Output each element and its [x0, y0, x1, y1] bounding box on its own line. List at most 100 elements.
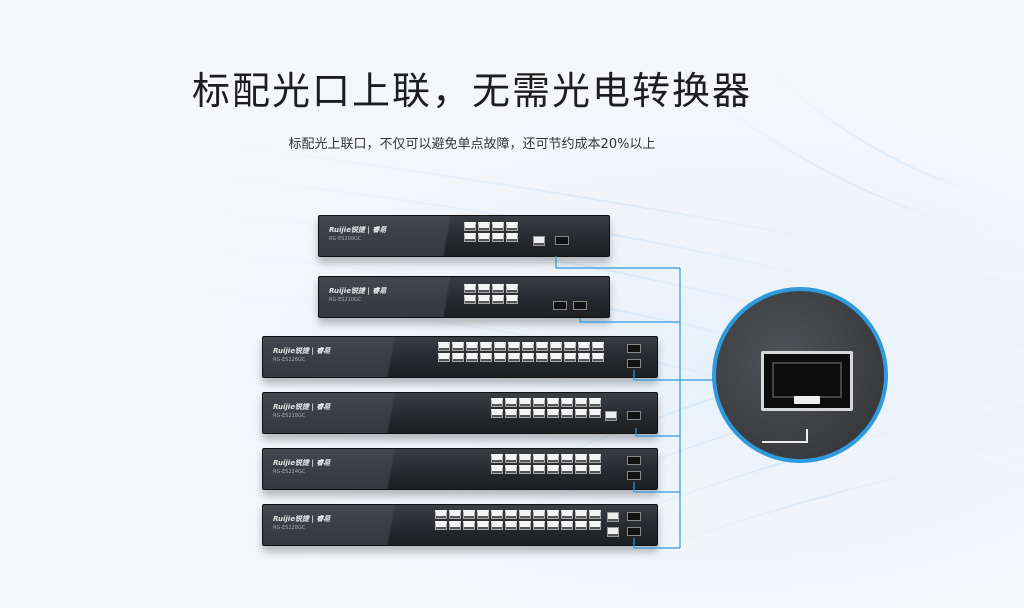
rj45-port: [452, 353, 464, 362]
switch-panel-graphic: [263, 393, 493, 433]
rj45-port: [491, 409, 503, 418]
rj45-port: [561, 409, 573, 418]
rj45-port: [505, 465, 517, 474]
rj45-port: [575, 409, 587, 418]
rj45-port: [589, 409, 601, 418]
rj45-port: [533, 521, 545, 530]
switch-model: RG-ES218GC: [273, 413, 306, 419]
rj45-port-group: [464, 284, 518, 304]
rj45-port: [505, 510, 517, 519]
rj45-port: [478, 295, 490, 304]
rj45-port: [466, 342, 478, 351]
rj45-port: [506, 233, 518, 242]
rj45-port: [505, 398, 517, 407]
rj45-port: [477, 510, 489, 519]
rj45-port: [575, 510, 587, 519]
rj45-port: [547, 409, 559, 418]
rj45-port: [578, 353, 590, 362]
rj45-port: [452, 342, 464, 351]
rj45-port: [463, 510, 475, 519]
rj45-port: [438, 353, 450, 362]
rj45-port: [536, 353, 548, 362]
rj45-port: [491, 454, 503, 463]
rj45-port: [589, 521, 601, 530]
sfp-port: [553, 301, 567, 310]
rj45-port: [519, 521, 531, 530]
switch-panel-graphic: [263, 449, 493, 489]
switch-model: RG-ES224GC: [273, 469, 306, 475]
rj45-port: [519, 510, 531, 519]
rj45-port: [438, 342, 450, 351]
rj45-port: [508, 353, 520, 362]
sfp-cage: [761, 351, 853, 411]
rj45-port: [492, 222, 504, 231]
rj45-port: [463, 521, 475, 530]
sfp-port: [627, 344, 641, 353]
uplink-rj45-port: [607, 512, 619, 522]
rj45-port: [547, 398, 559, 407]
uplink-rj45-port: [607, 527, 619, 537]
switch-6: Ruijie锐捷 | 睿易 RG-ES228GC: [262, 504, 658, 546]
rj45-port: [550, 353, 562, 362]
rj45-port: [533, 510, 545, 519]
rj45-port: [505, 521, 517, 530]
sfp-port: [627, 411, 641, 420]
switch-1: Ruijie锐捷 | 睿易 RG-ES208GC: [318, 215, 610, 257]
rj45-port-group: [438, 342, 604, 362]
rj45-port: [505, 454, 517, 463]
sfp-port-closeup: [712, 287, 888, 463]
rj45-port: [533, 398, 545, 407]
rj45-port: [547, 521, 559, 530]
rj45-port: [536, 342, 548, 351]
switch-brand: Ruijie锐捷 | 睿易: [329, 287, 387, 295]
sfp-cage-inner: [772, 362, 842, 398]
sfp-port: [627, 471, 641, 480]
rj45-port: [561, 398, 573, 407]
rj45-port: [435, 510, 447, 519]
rj45-port-group: [435, 510, 601, 530]
rj45-port: [494, 342, 506, 351]
sfp-port: [627, 527, 641, 536]
rj45-port-group: [491, 454, 601, 474]
rj45-port: [478, 233, 490, 242]
rj45-port: [464, 284, 476, 293]
rj45-port: [578, 342, 590, 351]
rj45-port: [575, 521, 587, 530]
rj45-port: [491, 521, 503, 530]
rj45-port: [550, 342, 562, 351]
switch-model: RG-ES210GC: [329, 297, 362, 303]
switch-3: Ruijie锐捷 | 睿易 RG-ES226GC: [262, 336, 658, 378]
rj45-port: [492, 233, 504, 242]
rj45-port: [506, 284, 518, 293]
rj45-port: [506, 222, 518, 231]
rj45-port: [533, 454, 545, 463]
rj45-port: [464, 233, 476, 242]
rj45-port: [466, 353, 478, 362]
rj45-port: [575, 465, 587, 474]
rj45-port: [494, 353, 506, 362]
switch-model: RG-ES226GC: [273, 357, 306, 363]
switch-5: Ruijie锐捷 | 睿易 RG-ES224GC: [262, 448, 658, 490]
rj45-port: [477, 521, 489, 530]
rj45-port: [533, 465, 545, 474]
rj45-port: [547, 454, 559, 463]
uplink-rj45-port: [605, 411, 617, 421]
rj45-port: [449, 510, 461, 519]
rj45-port: [522, 342, 534, 351]
rj45-port: [592, 342, 604, 351]
rj45-port: [561, 454, 573, 463]
rj45-port: [589, 398, 601, 407]
sfp-port: [627, 512, 641, 521]
rj45-port: [508, 342, 520, 351]
rj45-port: [478, 284, 490, 293]
rj45-port: [492, 295, 504, 304]
rj45-port: [449, 521, 461, 530]
switch-2: Ruijie锐捷 | 睿易 RG-ES210GC: [318, 276, 610, 318]
rj45-port: [491, 398, 503, 407]
rj45-port: [506, 295, 518, 304]
switch-brand: Ruijie锐捷 | 睿易: [329, 226, 387, 234]
rj45-port: [575, 454, 587, 463]
rj45-port: [561, 510, 573, 519]
rj45-port: [561, 521, 573, 530]
